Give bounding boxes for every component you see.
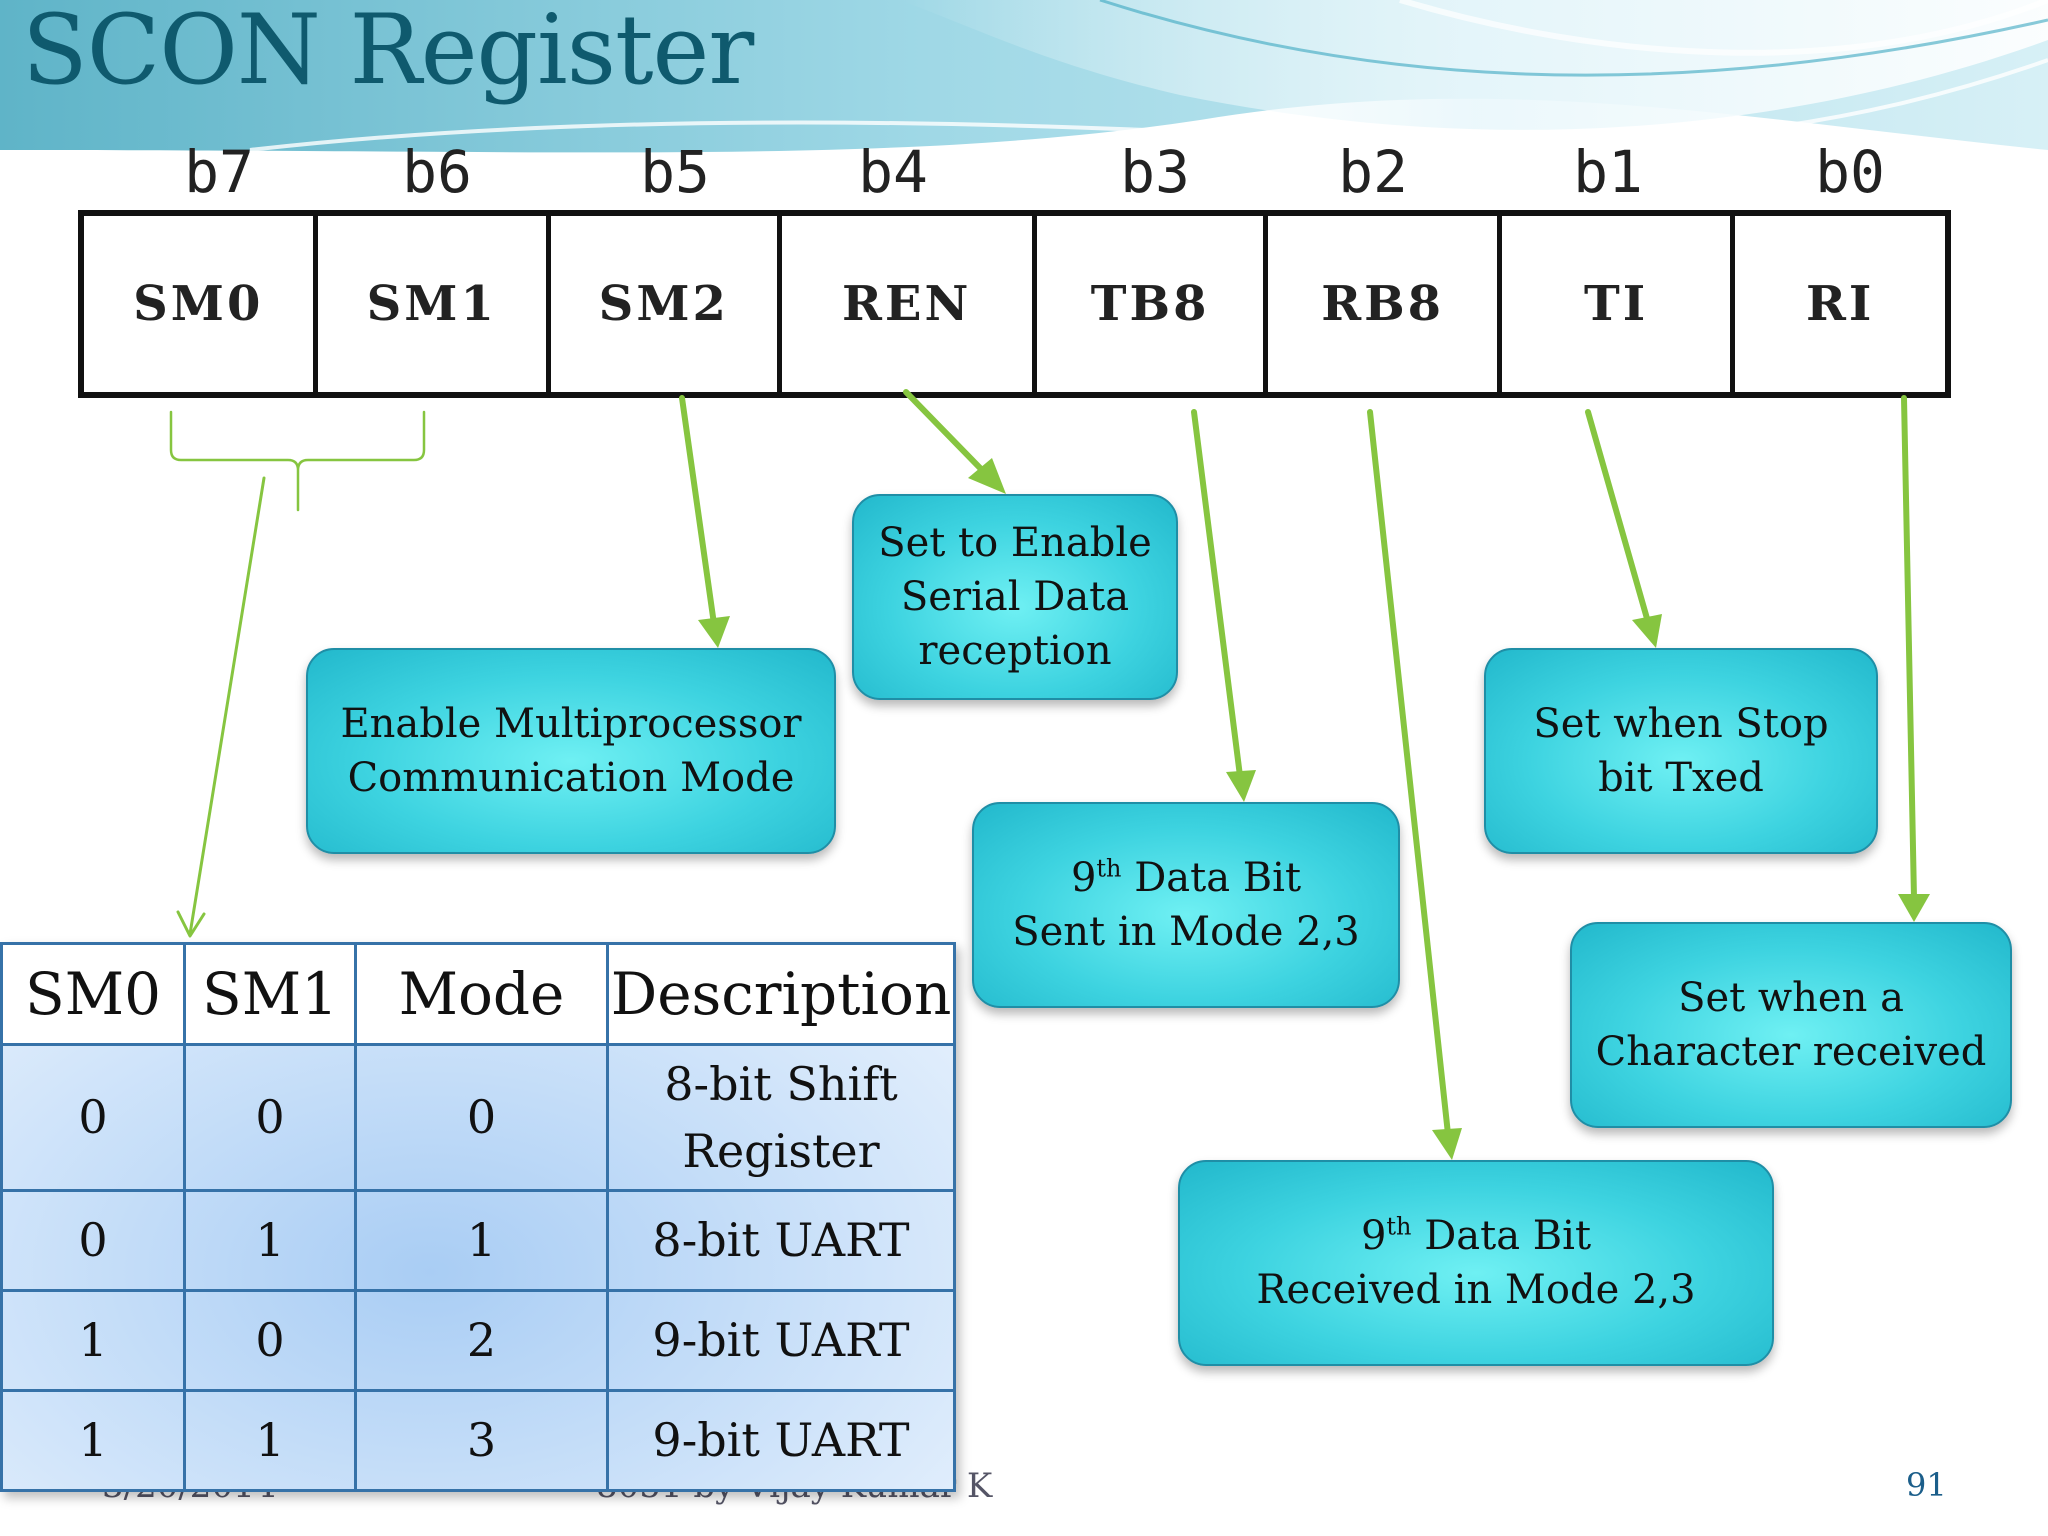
table-row: 1 0 2 9-bit UART <box>0 1289 956 1392</box>
arrowhead-ren <box>968 458 1006 494</box>
callout-sm2-line1: Enable Multiprocessor <box>340 701 802 747</box>
register-field-tb8: TB8 <box>1037 216 1269 392</box>
arrow-tb8 <box>1191 409 1243 779</box>
callout-ren: Set to Enable Serial Data reception <box>852 494 1178 700</box>
callout-ti-line1: Set when Stop <box>1533 701 1829 747</box>
table-header-description: Description <box>606 942 956 1046</box>
slide-title: SCON Register <box>22 0 754 106</box>
table-cell: 2 <box>354 1289 609 1392</box>
description-line1: 8-bit Shift <box>664 1056 898 1111</box>
table-cell: 8-bit UART <box>606 1189 956 1292</box>
arrowhead-sm2 <box>698 616 730 648</box>
callout-rb8: 9th Data Bit Received in Mode 2,3 <box>1178 1160 1774 1366</box>
mode-table: SM0 SM1 Mode Description 0 0 0 8-bit Shi… <box>0 942 956 1492</box>
arrowhead-ti <box>1632 614 1662 648</box>
table-row: 1 1 3 9-bit UART <box>0 1389 956 1492</box>
callout-ti-line2: bit Txed <box>1598 755 1764 801</box>
bit-label-b5: b5 <box>640 138 710 206</box>
callout-sm2-line2: Communication Mode <box>347 755 795 801</box>
register-field-ti: TI <box>1502 216 1736 392</box>
register-field-sm1: SM1 <box>318 216 551 392</box>
table-header-sm1: SM1 <box>183 942 357 1046</box>
arrowhead-rb8 <box>1432 1128 1462 1160</box>
table-cell: 0 <box>354 1043 609 1192</box>
callout-ti: Set when Stop bit Txed <box>1484 648 1878 854</box>
callout-tb8: 9th Data Bit Sent in Mode 2,3 <box>972 802 1400 1008</box>
bit-label-b0: b0 <box>1815 138 1885 206</box>
table-cell: 0 <box>183 1289 357 1392</box>
table-cell: 8-bit Shift Register <box>606 1043 956 1192</box>
register-field-ri: RI <box>1806 276 1875 332</box>
bit-label-b1: b1 <box>1573 138 1643 206</box>
table-cell: 1 <box>183 1189 357 1292</box>
scon-register-box: SM0 SM1 SM2 REN TB8 RB8 TI RI <box>78 210 1951 398</box>
table-cell: 3 <box>354 1389 609 1492</box>
arrowhead-ri <box>1898 894 1930 922</box>
bit-label-b4: b4 <box>858 138 928 206</box>
table-cell: 0 <box>183 1043 357 1192</box>
table-cell: 0 <box>0 1043 186 1192</box>
register-field-sm2: SM2 <box>551 216 782 392</box>
callout-ren-line3: reception <box>918 628 1112 674</box>
table-row: 0 0 0 8-bit Shift Register <box>0 1043 956 1192</box>
callout-sm2: Enable Multiprocessor Communication Mode <box>306 648 836 854</box>
arrow-ti <box>1585 409 1651 625</box>
arrowhead-mode-table <box>176 910 206 938</box>
table-header-mode: Mode <box>354 942 609 1046</box>
register-field-rb8: RB8 <box>1268 216 1502 392</box>
arrow-ren <box>903 389 985 473</box>
description-line2: Register <box>682 1123 880 1178</box>
table-cell: 1 <box>0 1289 186 1392</box>
callout-ren-line2: Serial Data <box>900 574 1130 620</box>
register-field-sm0: SM0 <box>84 216 318 392</box>
bit-label-b7: b7 <box>184 138 254 206</box>
callout-rb8-line2: Received in Mode 2,3 <box>1256 1267 1696 1313</box>
table-row: 0 1 1 8-bit UART <box>0 1189 956 1292</box>
table-cell: 1 <box>183 1389 357 1492</box>
table-cell: 9-bit UART <box>606 1389 956 1492</box>
bit-label-b6: b6 <box>402 138 472 206</box>
bit-label-b2: b2 <box>1338 138 1408 206</box>
page-number: 91 <box>1906 1466 1947 1504</box>
callout-tb8-line1: 9th Data Bit <box>1070 854 1302 901</box>
table-header-row: SM0 SM1 Mode Description <box>0 942 956 1046</box>
bit-label-b3: b3 <box>1120 138 1190 206</box>
callout-rb8-line1: 9th Data Bit <box>1360 1212 1592 1259</box>
arrow-ri <box>1901 395 1917 901</box>
callout-ri-line1: Set when a <box>1678 975 1904 1021</box>
arrowhead-tb8 <box>1226 770 1256 802</box>
table-header-sm0: SM0 <box>0 942 186 1046</box>
table-cell: 1 <box>354 1189 609 1292</box>
sm0-sm1-bracket <box>169 410 426 512</box>
arrow-sm2 <box>679 395 717 627</box>
arrow-rb8 <box>1367 409 1451 1137</box>
callout-ri: Set when a Character received <box>1570 922 2012 1128</box>
arrow-to-mode-table <box>188 476 266 936</box>
callout-tb8-line2: Sent in Mode 2,3 <box>1012 909 1360 955</box>
table-cell: 9-bit UART <box>606 1289 956 1392</box>
table-cell: 0 <box>0 1189 186 1292</box>
table-cell: 1 <box>0 1389 186 1492</box>
callout-ri-line2: Character received <box>1595 1029 1987 1075</box>
register-field-ren: REN <box>782 216 1037 392</box>
callout-ren-line1: Set to Enable <box>878 520 1152 566</box>
